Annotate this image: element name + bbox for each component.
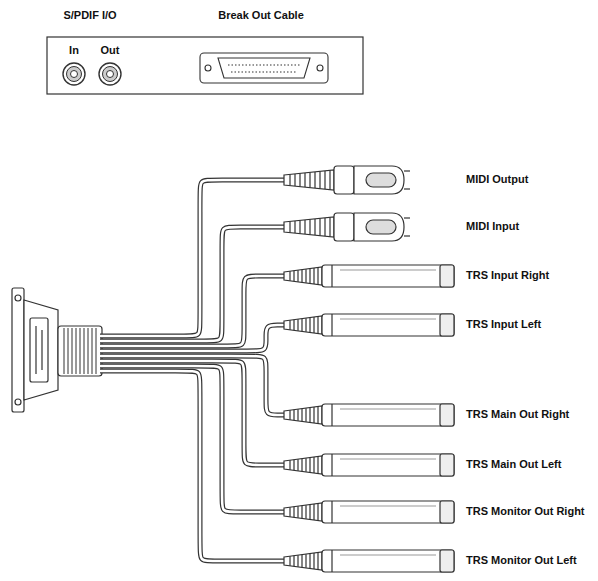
cable-core — [100, 325, 286, 351]
midi-connector — [284, 166, 410, 194]
db25-socket — [200, 53, 328, 83]
midi-connector — [284, 213, 410, 241]
cable — [100, 227, 286, 341]
connector-label: TRS Main Out Left — [466, 458, 561, 471]
connector-label: TRS Input Left — [466, 318, 541, 331]
trs-jack — [284, 550, 454, 572]
connector-label: TRS Main Out Right — [466, 408, 569, 421]
trs-jack — [284, 265, 454, 287]
rca-jack — [99, 63, 121, 85]
cables — [100, 180, 286, 561]
connector-label: TRS Monitor Out Left — [466, 554, 577, 567]
cable-core — [100, 180, 286, 336]
port-label: In — [69, 44, 79, 57]
rca-jack — [63, 63, 85, 85]
cable-core — [100, 227, 286, 341]
connector-label: MIDI Output — [466, 173, 528, 186]
io-panel: S/PDIF I/O Break Out CableIn Out — [46, 4, 364, 96]
panel-heading: Break Out Cable — [218, 9, 304, 22]
trs-jack — [284, 404, 454, 426]
panel-heading: S/PDIF I/O — [63, 9, 116, 22]
trs-jack — [284, 501, 454, 523]
trs-jack — [284, 314, 454, 336]
connector-label: TRS Monitor Out Right — [466, 505, 585, 518]
cable-core — [100, 276, 286, 346]
db25-plug — [12, 288, 102, 412]
connectors — [284, 166, 454, 572]
cable-core — [100, 361, 286, 465]
cable-core — [100, 366, 286, 512]
trs-jack — [284, 454, 454, 476]
port-label: Out — [101, 44, 120, 57]
cable — [100, 366, 286, 512]
cable-core — [100, 371, 286, 561]
cable — [100, 361, 286, 465]
cable — [100, 180, 286, 336]
connector-label: TRS Input Right — [466, 269, 549, 282]
strain-relief-ribs — [64, 328, 96, 374]
connector-label: MIDI Input — [466, 220, 519, 233]
